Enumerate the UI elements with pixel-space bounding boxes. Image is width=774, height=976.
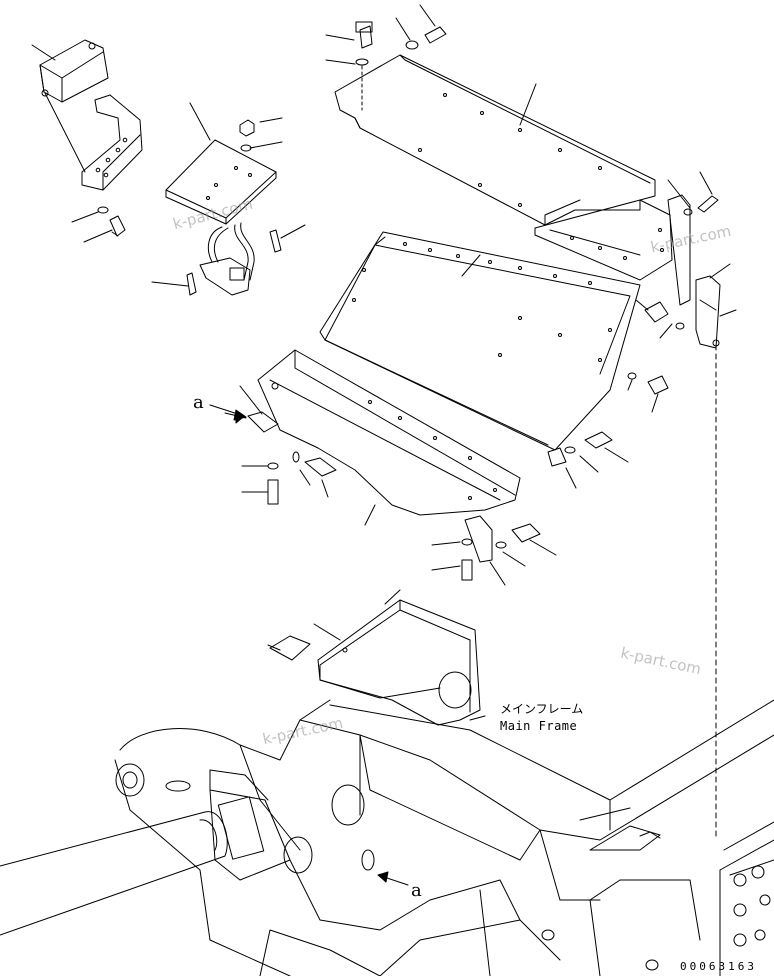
view-arrows	[209, 404, 486, 886]
drive-shaft	[0, 796, 265, 936]
middle-lower-fasteners	[431, 431, 629, 586]
right-side-brackets	[534, 171, 737, 841]
upper-middle-cover-assembly	[151, 102, 306, 296]
middle-tray-cover	[319, 231, 641, 451]
upper-left-fasteners	[31, 44, 126, 243]
drawing-number: 00063163	[680, 960, 757, 973]
upper-left-cover-assembly	[39, 39, 143, 191]
lower-left-fasteners	[224, 412, 337, 505]
main-frame-label-jp: メインフレーム	[500, 702, 584, 716]
main-frame	[114, 589, 774, 976]
top-long-cover-plate	[325, 4, 656, 226]
lower-angled-cover-plate	[239, 349, 521, 526]
main-frame-label-en: Main Frame	[500, 719, 578, 733]
view-ref-upper-label: a	[193, 392, 204, 413]
view-ref-lower-label: a	[411, 880, 422, 901]
